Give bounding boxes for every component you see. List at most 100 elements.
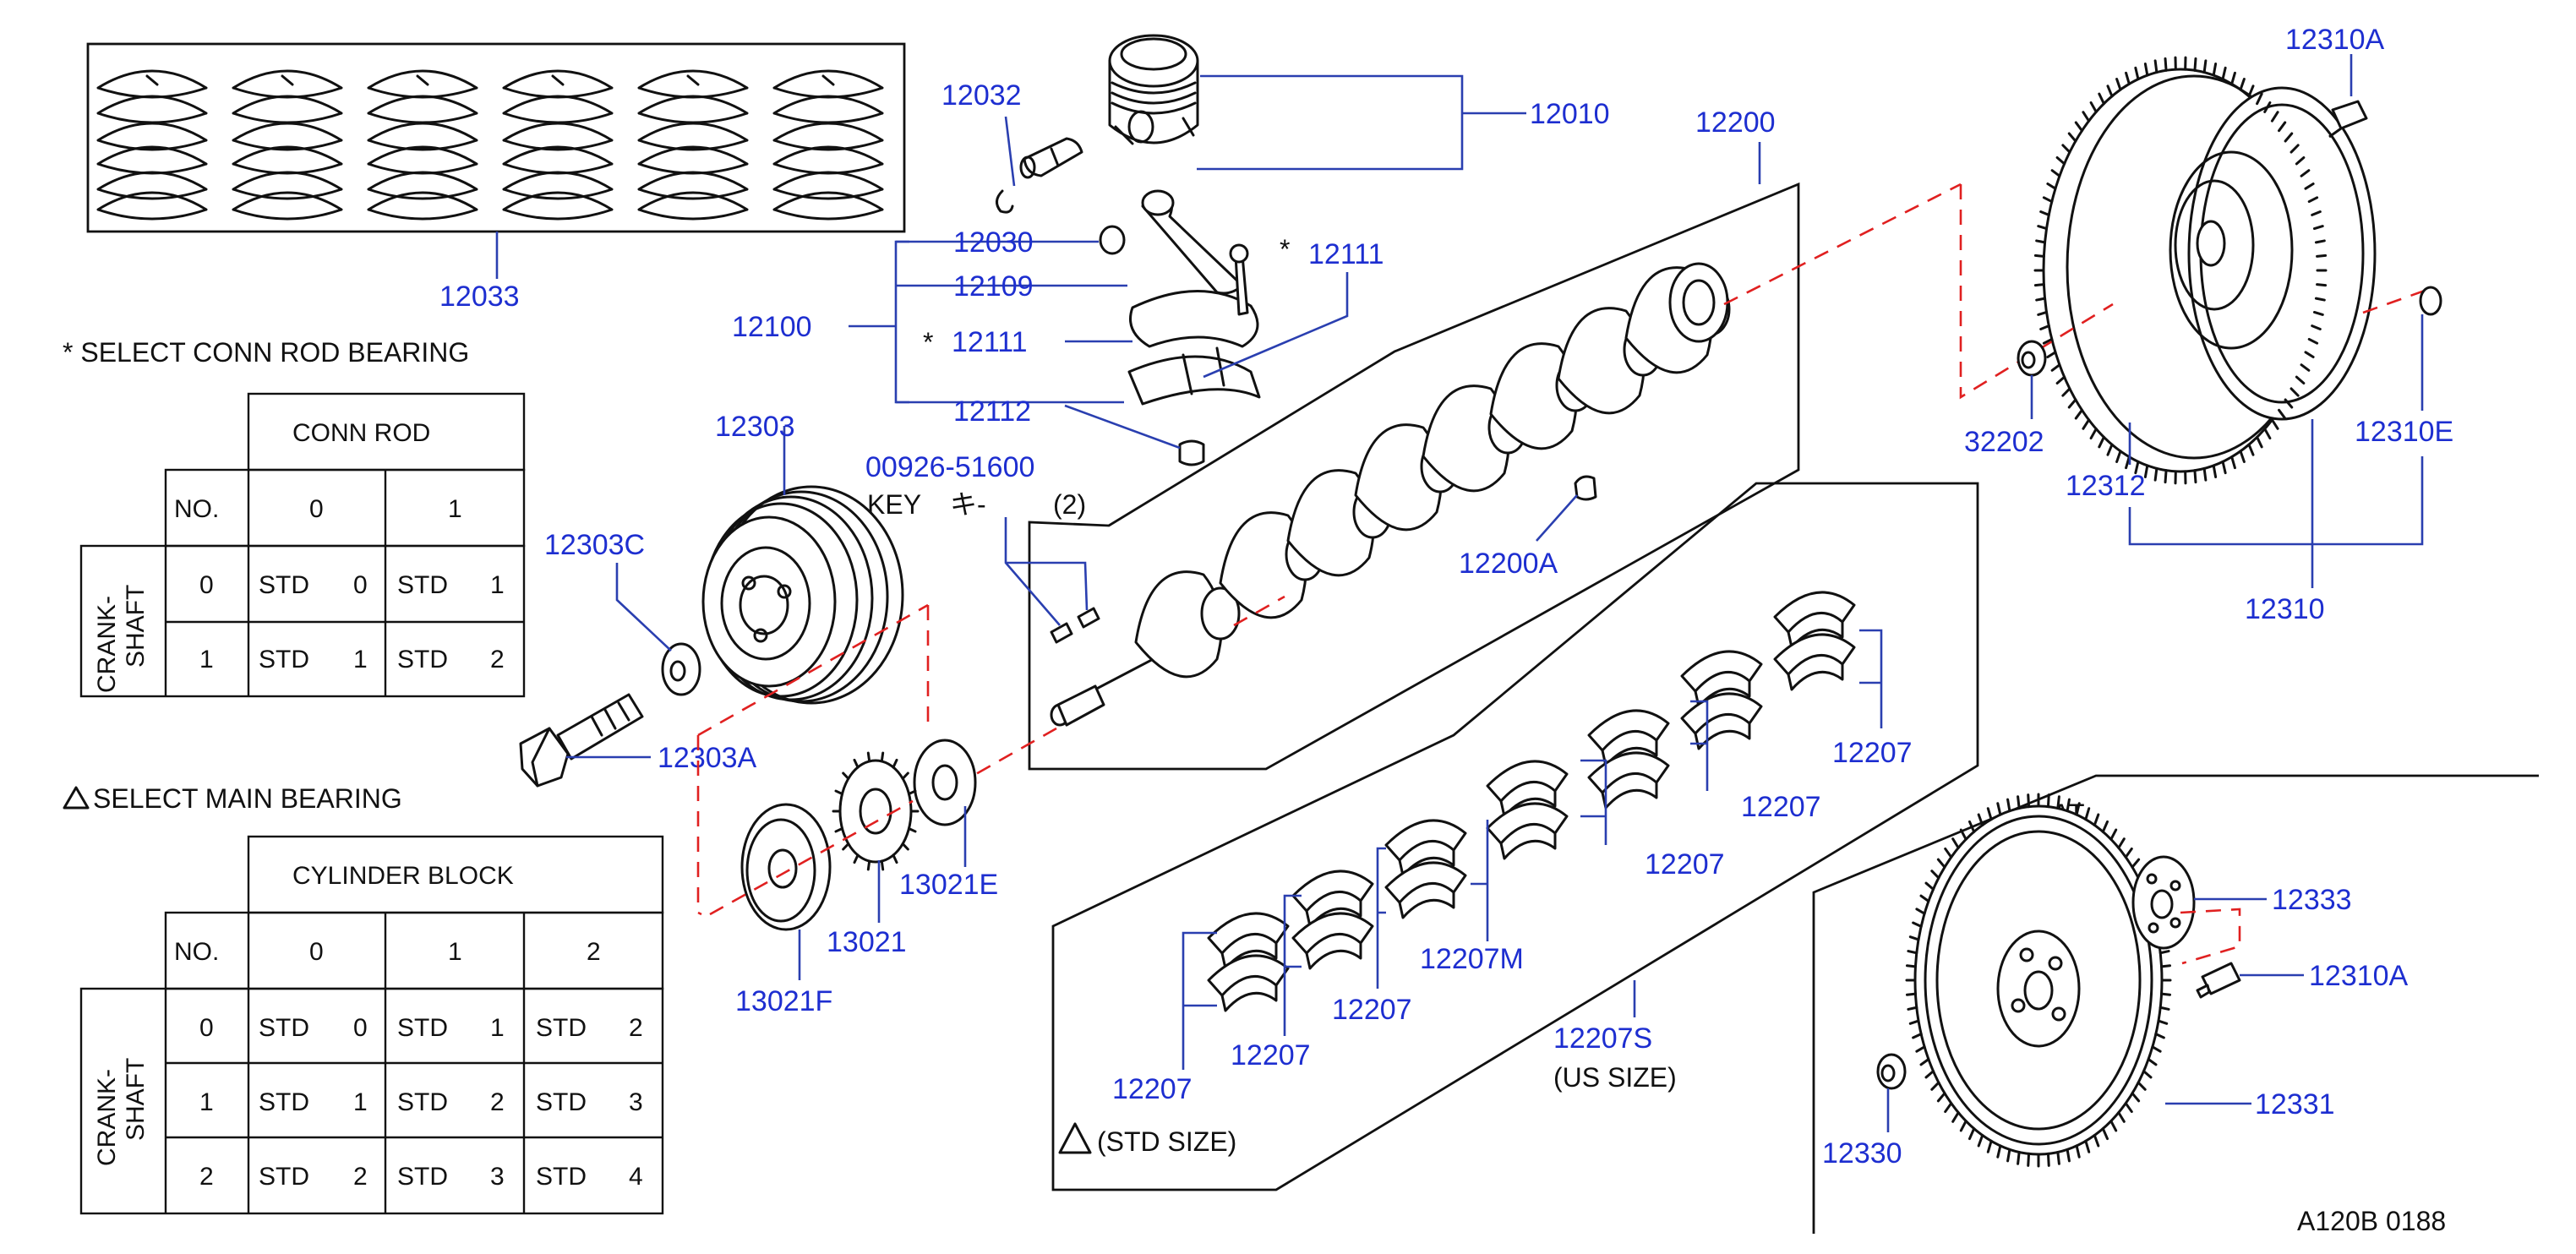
key-quantity: (2) [1053, 489, 1086, 520]
conn-rod-side-label-2: SHAFT [122, 585, 150, 668]
conn-rod-no-label: NO. [174, 495, 219, 523]
callout-12303C[interactable]: 12303C [544, 529, 645, 561]
main-bearing-row-1-no: 1 [199, 1088, 214, 1116]
pulley-bolt [519, 693, 644, 788]
main-bearing-r0c2-num: 2 [629, 1014, 643, 1042]
conn-rod-r0c0-num: 0 [353, 571, 368, 599]
pulley-washer [661, 642, 701, 696]
main-bearing-col-0: 0 [309, 938, 324, 966]
callout-12310E[interactable]: 12310E [2355, 416, 2453, 448]
callout-12030[interactable]: 12030 [953, 226, 1034, 259]
flywheel-bolt-top [2328, 100, 2368, 139]
conn-rod-r0c1-std: STD [397, 571, 448, 599]
callout-12111-left[interactable]: 12111 [952, 326, 1028, 358]
callout-12111-right[interactable]: 12111 [1308, 238, 1384, 270]
callout-12100[interactable]: 12100 [732, 311, 812, 343]
callout-12207-d[interactable]: 12207 [1645, 848, 1725, 881]
main-bearing-r2c2-std: STD [536, 1163, 587, 1191]
conn-rod-r1c0-std: STD [259, 646, 309, 673]
callout-00926-51600[interactable]: 00926-51600 [865, 451, 1034, 483]
callout-12331[interactable]: 12331 [2255, 1088, 2335, 1120]
callout-12207-f[interactable]: 12207 [1832, 737, 1913, 769]
main-bearing-r1c2-std: STD [536, 1088, 587, 1116]
conn-rod-side-label-1: CRANK- [93, 596, 121, 693]
main-bearing-r0c0-num: 0 [353, 1014, 368, 1042]
crank-pulley-illustration [701, 485, 904, 705]
callout-12312[interactable]: 12312 [2066, 470, 2146, 502]
connecting-rod-illustration [1099, 189, 1261, 466]
callout-12010[interactable]: 12010 [1530, 98, 1610, 130]
main-bearing-r1c1-num: 2 [490, 1088, 505, 1116]
callout-12207-b[interactable]: 12207 [1231, 1039, 1311, 1071]
conn-rod-table-note: * SELECT CONN ROD BEARING [63, 337, 469, 368]
callout-13021[interactable]: 13021 [827, 926, 907, 958]
callout-12207S[interactable]: 12207S [1553, 1022, 1652, 1055]
asterisk-12111-left: * [923, 327, 933, 357]
piston-pin-illustration [1019, 137, 1083, 179]
conn-rod-r1c1-num: 2 [490, 646, 505, 673]
main-bearing-group-header: CYLINDER BLOCK [292, 862, 514, 890]
crankshaft-illustration [1050, 262, 1731, 727]
callout-12207-c[interactable]: 12207 [1332, 994, 1412, 1026]
crank-sprocket-washer [913, 739, 977, 826]
callout-12310[interactable]: 12310 [2245, 593, 2325, 625]
callout-12032[interactable]: 12032 [941, 79, 1022, 112]
main-bearing-table-note: SELECT MAIN BEARING [93, 783, 402, 814]
at-spacer [1876, 1053, 1907, 1090]
main-bearing-triangle [63, 786, 90, 810]
callout-12200A[interactable]: 12200A [1459, 548, 1558, 580]
crank-sprocket [832, 751, 920, 871]
callout-32202[interactable]: 32202 [1964, 426, 2044, 458]
drive-plate-bolt [2196, 962, 2241, 999]
at-section-frame [1812, 774, 2539, 1234]
std-size-triangle [1058, 1122, 1092, 1154]
main-bearing-row-0-no: 0 [199, 1014, 214, 1042]
main-bearing-r0c1-std: STD [397, 1014, 448, 1042]
conn-rod-row-1-no: 1 [199, 646, 214, 673]
oil-thrower [740, 803, 832, 931]
main-bearing-table [79, 835, 664, 1215]
conn-rod-group-header: CONN ROD [292, 419, 430, 447]
callout-12207-e[interactable]: 12207 [1741, 791, 1821, 823]
conn-rod-r1c1-std: STD [397, 646, 448, 673]
callout-13021F[interactable]: 13021F [735, 985, 832, 1017]
callout-12310A-top[interactable]: 12310A [2285, 24, 2385, 56]
main-bearing-r2c1-num: 3 [490, 1163, 505, 1191]
callout-12200[interactable]: 12200 [1695, 106, 1776, 139]
main-bearing-r1c1-std: STD [397, 1088, 448, 1116]
reinforcement-plate [2131, 855, 2196, 950]
callout-13021E[interactable]: 13021E [899, 869, 998, 901]
us-size-label: (US SIZE) [1553, 1062, 1677, 1093]
main-bearing-r0c1-num: 1 [490, 1014, 505, 1042]
callout-12303A[interactable]: 12303A [658, 742, 757, 774]
main-bearing-r2c0-std: STD [259, 1163, 309, 1191]
main-bearing-frame [1051, 482, 1979, 1191]
piston-illustration [1108, 34, 1199, 145]
conn-rod-col-0: 0 [309, 495, 324, 523]
main-bearing-r0c2-std: STD [536, 1014, 587, 1042]
std-size-label: (STD SIZE) [1097, 1126, 1236, 1157]
conn-rod-r0c1-num: 1 [490, 571, 505, 599]
conn-rod-r0c0-std: STD [259, 571, 309, 599]
piston-pin-clip [996, 189, 1014, 214]
callout-12303[interactable]: 12303 [715, 411, 795, 443]
main-bearing-col-1: 1 [448, 938, 462, 966]
asterisk-12111-right: * [1280, 234, 1290, 264]
main-bearing-r1c0-num: 1 [353, 1088, 368, 1116]
callout-12207M[interactable]: 12207M [1420, 943, 1524, 975]
callout-12207-a[interactable]: 12207 [1112, 1073, 1192, 1105]
callout-12109[interactable]: 12109 [953, 270, 1034, 303]
callout-12310A-bottom[interactable]: 12310A [2309, 960, 2409, 992]
callout-12333[interactable]: 12333 [2272, 884, 2352, 916]
woodruff-keys [1050, 607, 1100, 644]
callout-12033[interactable]: 12033 [439, 281, 520, 313]
main-bearing-side-label-2: SHAFT [122, 1058, 150, 1141]
main-bearing-no-label: NO. [174, 938, 219, 966]
conn-rod-col-1: 1 [448, 495, 462, 523]
key-label-jp: キ- [950, 489, 986, 520]
callout-12112[interactable]: 12112 [953, 395, 1031, 428]
conn-rod-row-0-no: 0 [199, 571, 214, 599]
pilot-bushing [2017, 340, 2047, 377]
callout-12330[interactable]: 12330 [1822, 1137, 1902, 1169]
main-bearing-r2c0-num: 2 [353, 1163, 368, 1191]
